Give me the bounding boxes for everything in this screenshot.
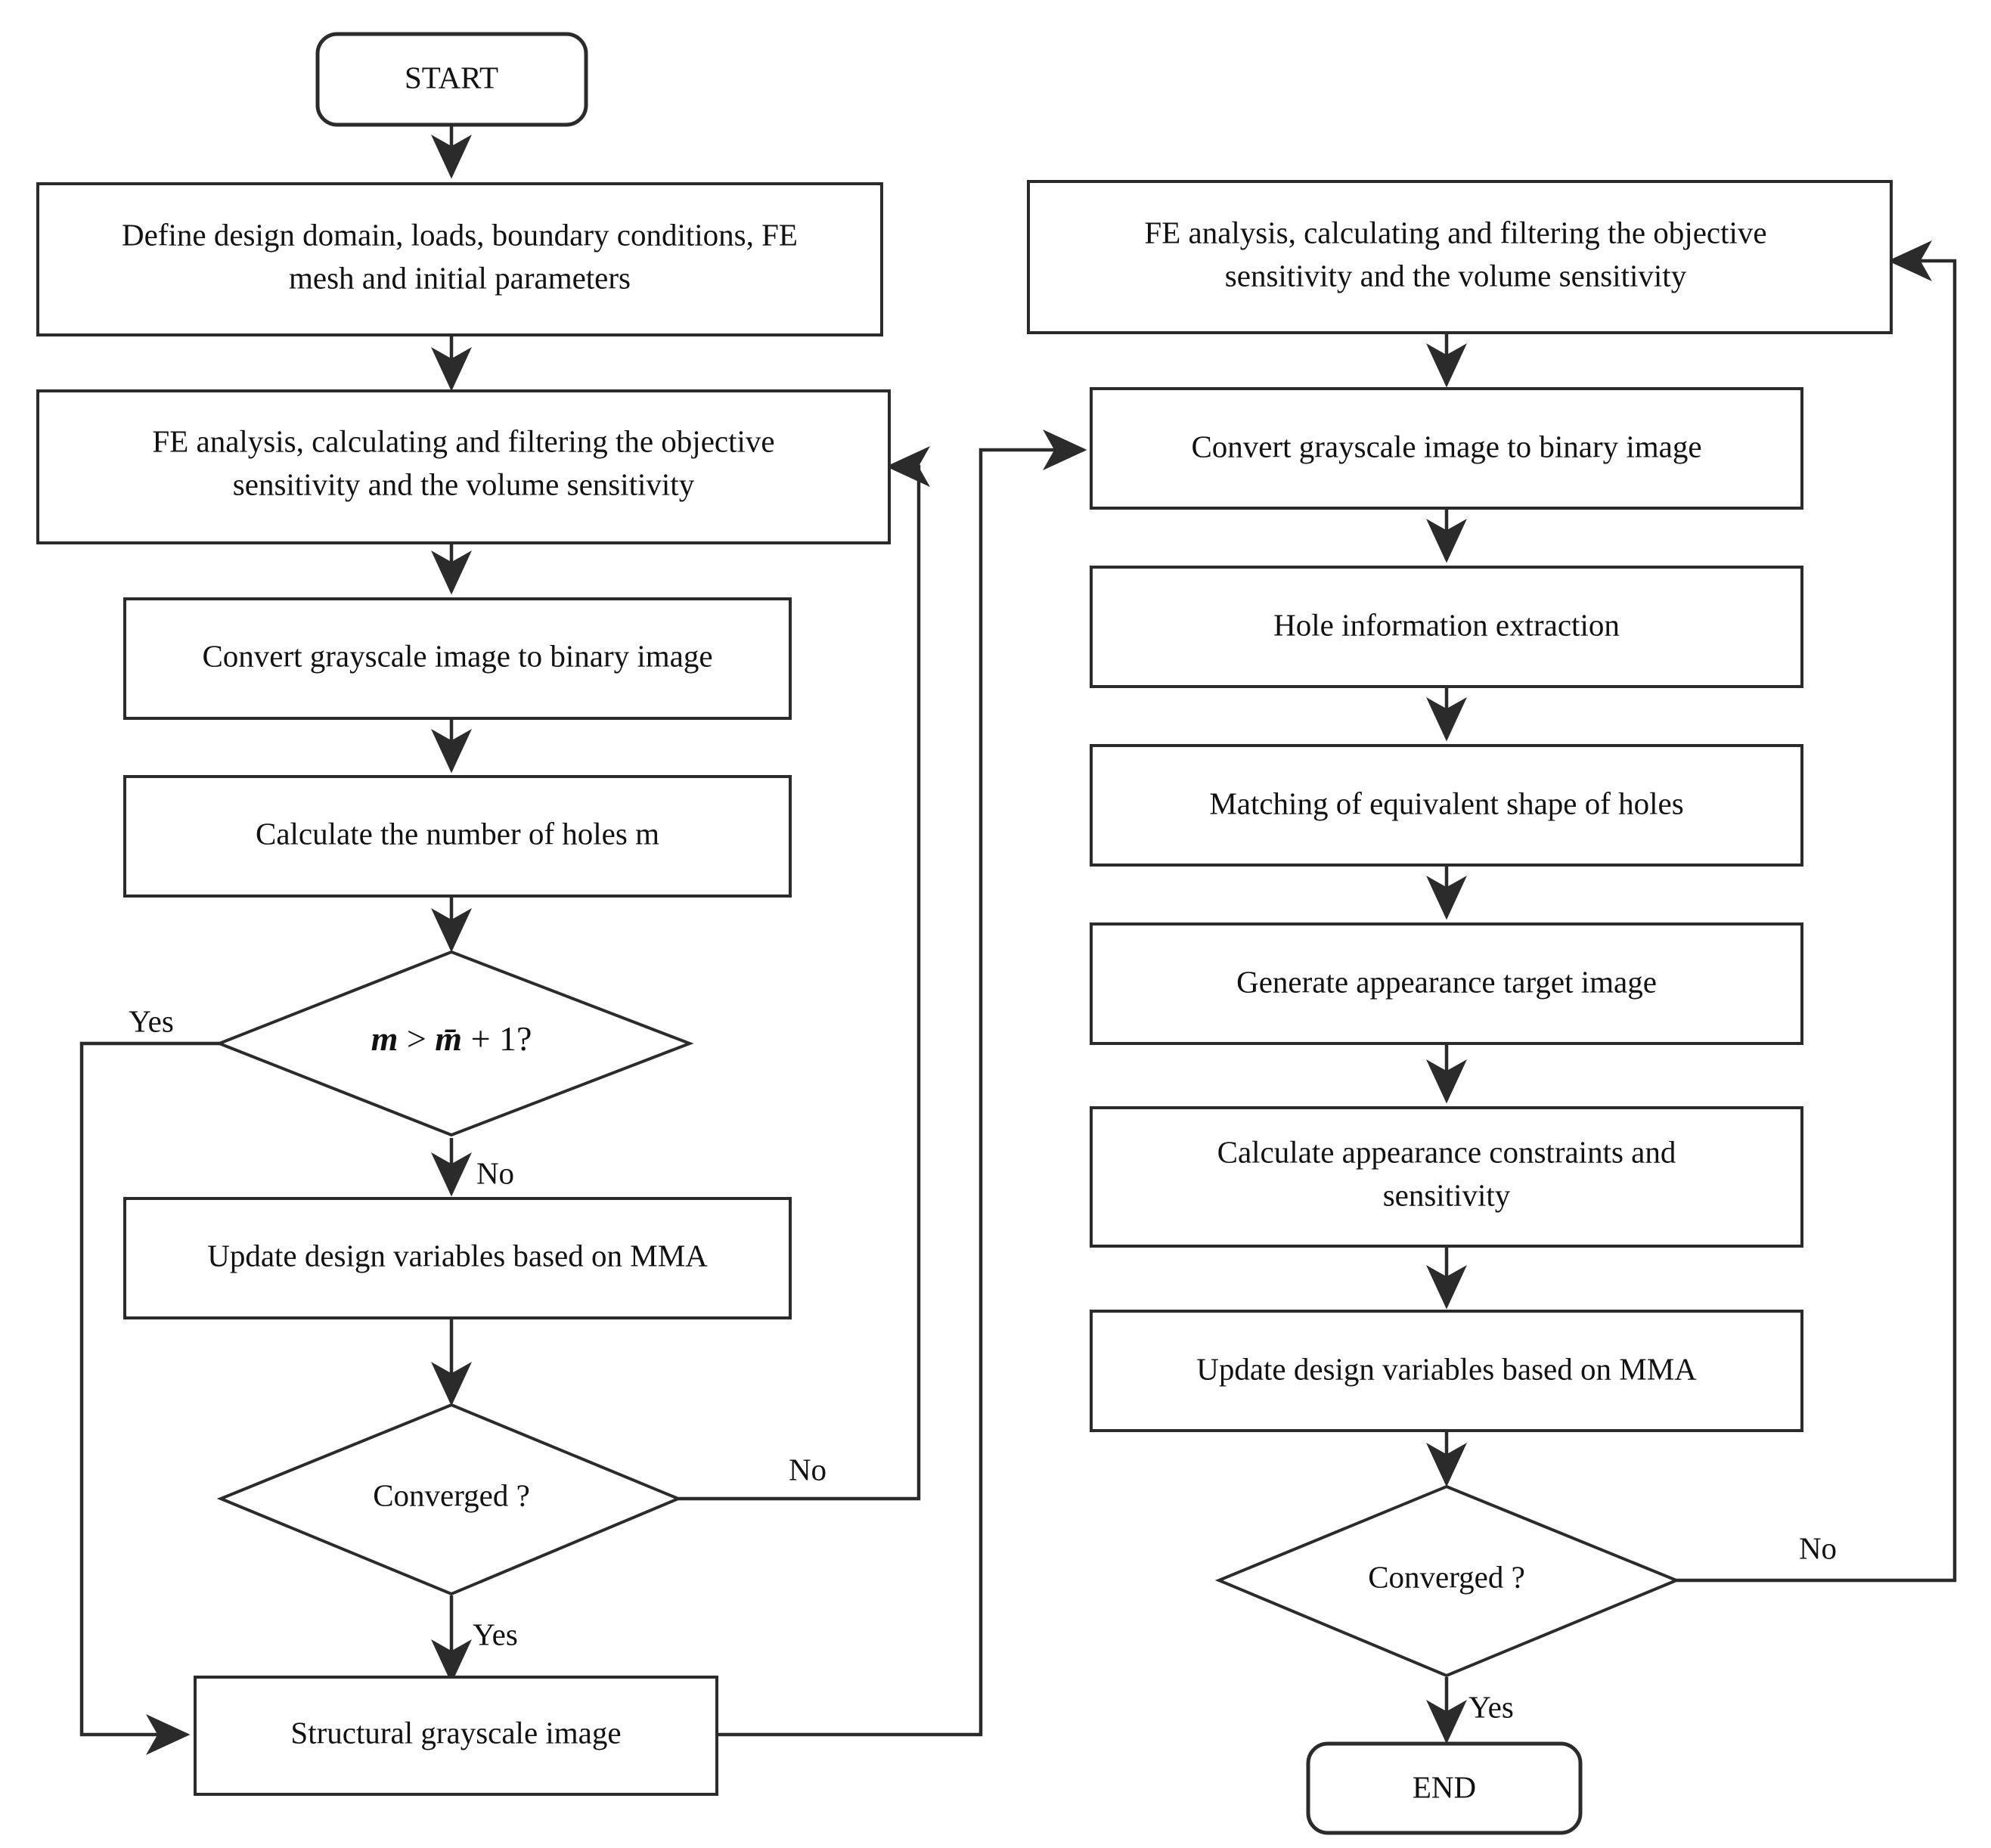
end-label: END: [1413, 1769, 1476, 1804]
node-calculate-holes[interactable]: Calculate the number of holes m: [123, 775, 792, 898]
edge-converged-right-no-to-fe-right: [1676, 240, 1957, 1583]
convert-left-label: Convert grayscale image to binary image: [202, 638, 712, 673]
calc-appearance-label-line1: Calculate appearance constraints and: [1217, 1134, 1676, 1169]
define-label-line2: mesh and initial parameters: [289, 260, 631, 295]
decision-m-tail: + 1?: [462, 1019, 532, 1058]
calc-appearance-shape: [1090, 1106, 1803, 1248]
node-convert-grayscale-left[interactable]: Convert grayscale image to binary image: [123, 597, 792, 720]
calc-holes-shape: [123, 775, 792, 898]
converged-right-shape: [1214, 1484, 1681, 1678]
fe-left-shape: [36, 389, 891, 544]
matching-shape: [1090, 744, 1803, 867]
edge-label-m-no: No: [476, 1155, 514, 1190]
node-convert-grayscale-right[interactable]: Convert grayscale image to binary image: [1090, 387, 1803, 510]
fe-right-label-line2: sensitivity and the volume sensitivity: [1225, 258, 1687, 293]
converged-right-label: Converged ?: [1368, 1559, 1525, 1594]
decision-m-op: >: [398, 1019, 435, 1058]
convert-right-shape: [1090, 387, 1803, 510]
structural-label: Structural grayscale image: [290, 1715, 621, 1750]
edge-label-converged-right-no: No: [1799, 1530, 1837, 1565]
matching-label: Matching of equivalent shape of holes: [1209, 786, 1683, 820]
edge-label-converged-left-yes: Yes: [473, 1617, 518, 1651]
edge-label-m-yes: Yes: [129, 1003, 174, 1038]
node-converged-right[interactable]: Converged ?: [1214, 1484, 1681, 1678]
decision-m-formula: m > m̄ + 1?: [371, 1019, 532, 1058]
fe-left-label-line1: FE analysis, calculating and filtering t…: [152, 423, 774, 458]
edge-label-converged-left-no: No: [789, 1452, 826, 1487]
edge-structural-to-convert-right: [717, 429, 1087, 1737]
node-decision-hole-count[interactable]: m > m̄ + 1?: [215, 950, 694, 1137]
structural-shape: [194, 1676, 718, 1796]
calc-appearance-label-line2: sensitivity: [1383, 1177, 1511, 1212]
update-left-label: Update design variables based on MMA: [207, 1238, 708, 1273]
edge-label-converged-right-yes: Yes: [1468, 1689, 1514, 1724]
convert-right-label: Convert grayscale image to binary image: [1191, 429, 1701, 464]
fe-left-label-line2: sensitivity and the volume sensitivity: [233, 467, 695, 501]
node-end[interactable]: END: [1306, 1741, 1583, 1835]
calc-holes-label: Calculate the number of holes m: [256, 816, 659, 851]
update-right-shape: [1090, 1310, 1803, 1432]
hole-info-shape: [1090, 566, 1803, 688]
convert-left-shape: [123, 597, 792, 720]
decision-m-rhs: m̄: [435, 1019, 462, 1058]
end-shape: [1306, 1741, 1583, 1835]
define-shape: [36, 182, 883, 336]
fe-right-label-line1: FE analysis, calculating and filtering t…: [1144, 215, 1766, 250]
start-shape: [315, 32, 588, 127]
define-label-line1: Define design domain, loads, boundary co…: [122, 217, 798, 252]
node-define-design-domain[interactable]: Define design domain, loads, boundary co…: [36, 182, 883, 336]
node-fe-analysis-left[interactable]: FE analysis, calculating and filtering t…: [36, 389, 891, 544]
decision-m-lhs: m: [371, 1019, 399, 1058]
generate-label: Generate appearance target image: [1236, 964, 1657, 999]
edge-decision-m-yes-to-structural: [79, 1041, 219, 1755]
node-calculate-appearance-constraints[interactable]: Calculate appearance constraints and sen…: [1090, 1106, 1803, 1248]
node-update-variables-right[interactable]: Update design variables based on MMA: [1090, 1310, 1803, 1432]
update-right-label: Update design variables based on MMA: [1196, 1351, 1697, 1386]
node-start[interactable]: START: [315, 32, 588, 127]
start-label: START: [405, 60, 498, 95]
node-structural-grayscale-image[interactable]: Structural grayscale image: [194, 1676, 718, 1796]
update-left-shape: [123, 1197, 792, 1319]
node-hole-information-extraction[interactable]: Hole information extraction: [1090, 566, 1803, 688]
node-generate-appearance-target[interactable]: Generate appearance target image: [1090, 922, 1803, 1045]
decision-m-shape: [215, 950, 694, 1137]
node-fe-analysis-right[interactable]: FE analysis, calculating and filtering t…: [1027, 180, 1893, 334]
hole-info-label: Hole information extraction: [1273, 607, 1620, 642]
converged-left-label: Converged ?: [373, 1477, 530, 1512]
node-converged-left[interactable]: Converged ?: [216, 1403, 683, 1596]
converged-left-shape: [216, 1403, 683, 1596]
generate-shape: [1090, 922, 1803, 1045]
fe-right-shape: [1027, 180, 1893, 334]
edge-converged-left-no-to-fe-left: [678, 446, 930, 1501]
node-update-variables-left[interactable]: Update design variables based on MMA: [123, 1197, 792, 1319]
node-matching-equivalent-shape[interactable]: Matching of equivalent shape of holes: [1090, 744, 1803, 867]
